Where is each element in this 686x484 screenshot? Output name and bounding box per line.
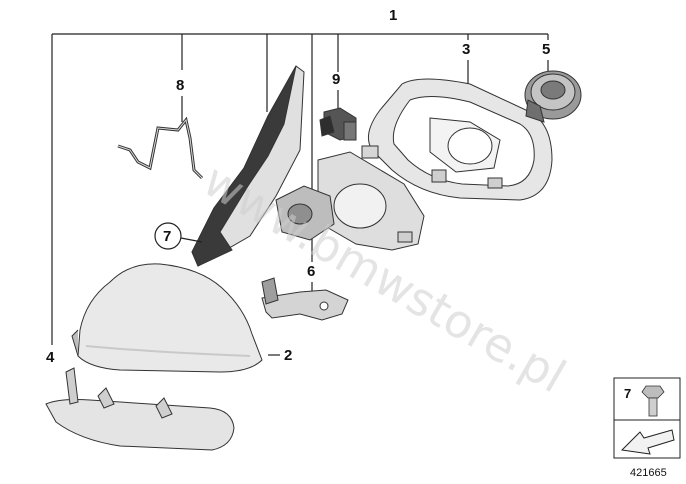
callout-3: 3 — [462, 41, 470, 58]
callout-7: 7 — [163, 228, 171, 245]
callout-7-circle — [154, 222, 182, 250]
diagram-number: 421665 — [630, 467, 667, 479]
callout-6: 6 — [307, 263, 315, 280]
callout-4: 4 — [46, 349, 55, 366]
lower-trim — [45, 367, 235, 451]
cable-harness-highlight — [117, 118, 203, 179]
mirror-base — [191, 65, 305, 267]
bracket-part — [261, 277, 349, 321]
callout-8: 8 — [176, 77, 184, 94]
inset-label: 7 — [624, 386, 631, 401]
callout-1: 1 — [389, 7, 397, 24]
callout-2: 2 — [284, 347, 292, 364]
callout-5: 5 — [542, 41, 550, 58]
switch-part — [319, 107, 357, 141]
screw-icon — [641, 385, 665, 417]
arrow-icon — [620, 429, 675, 455]
assembly-leader-lines — [51, 33, 549, 345]
mirror-cap — [71, 263, 263, 373]
screw-inset: 7 — [613, 377, 681, 459]
screw-leader — [180, 237, 203, 243]
glass-carrier — [275, 151, 425, 251]
callout-9: 9 — [332, 71, 340, 88]
mirror-housing — [361, 78, 553, 201]
mirror-motor — [524, 70, 582, 123]
